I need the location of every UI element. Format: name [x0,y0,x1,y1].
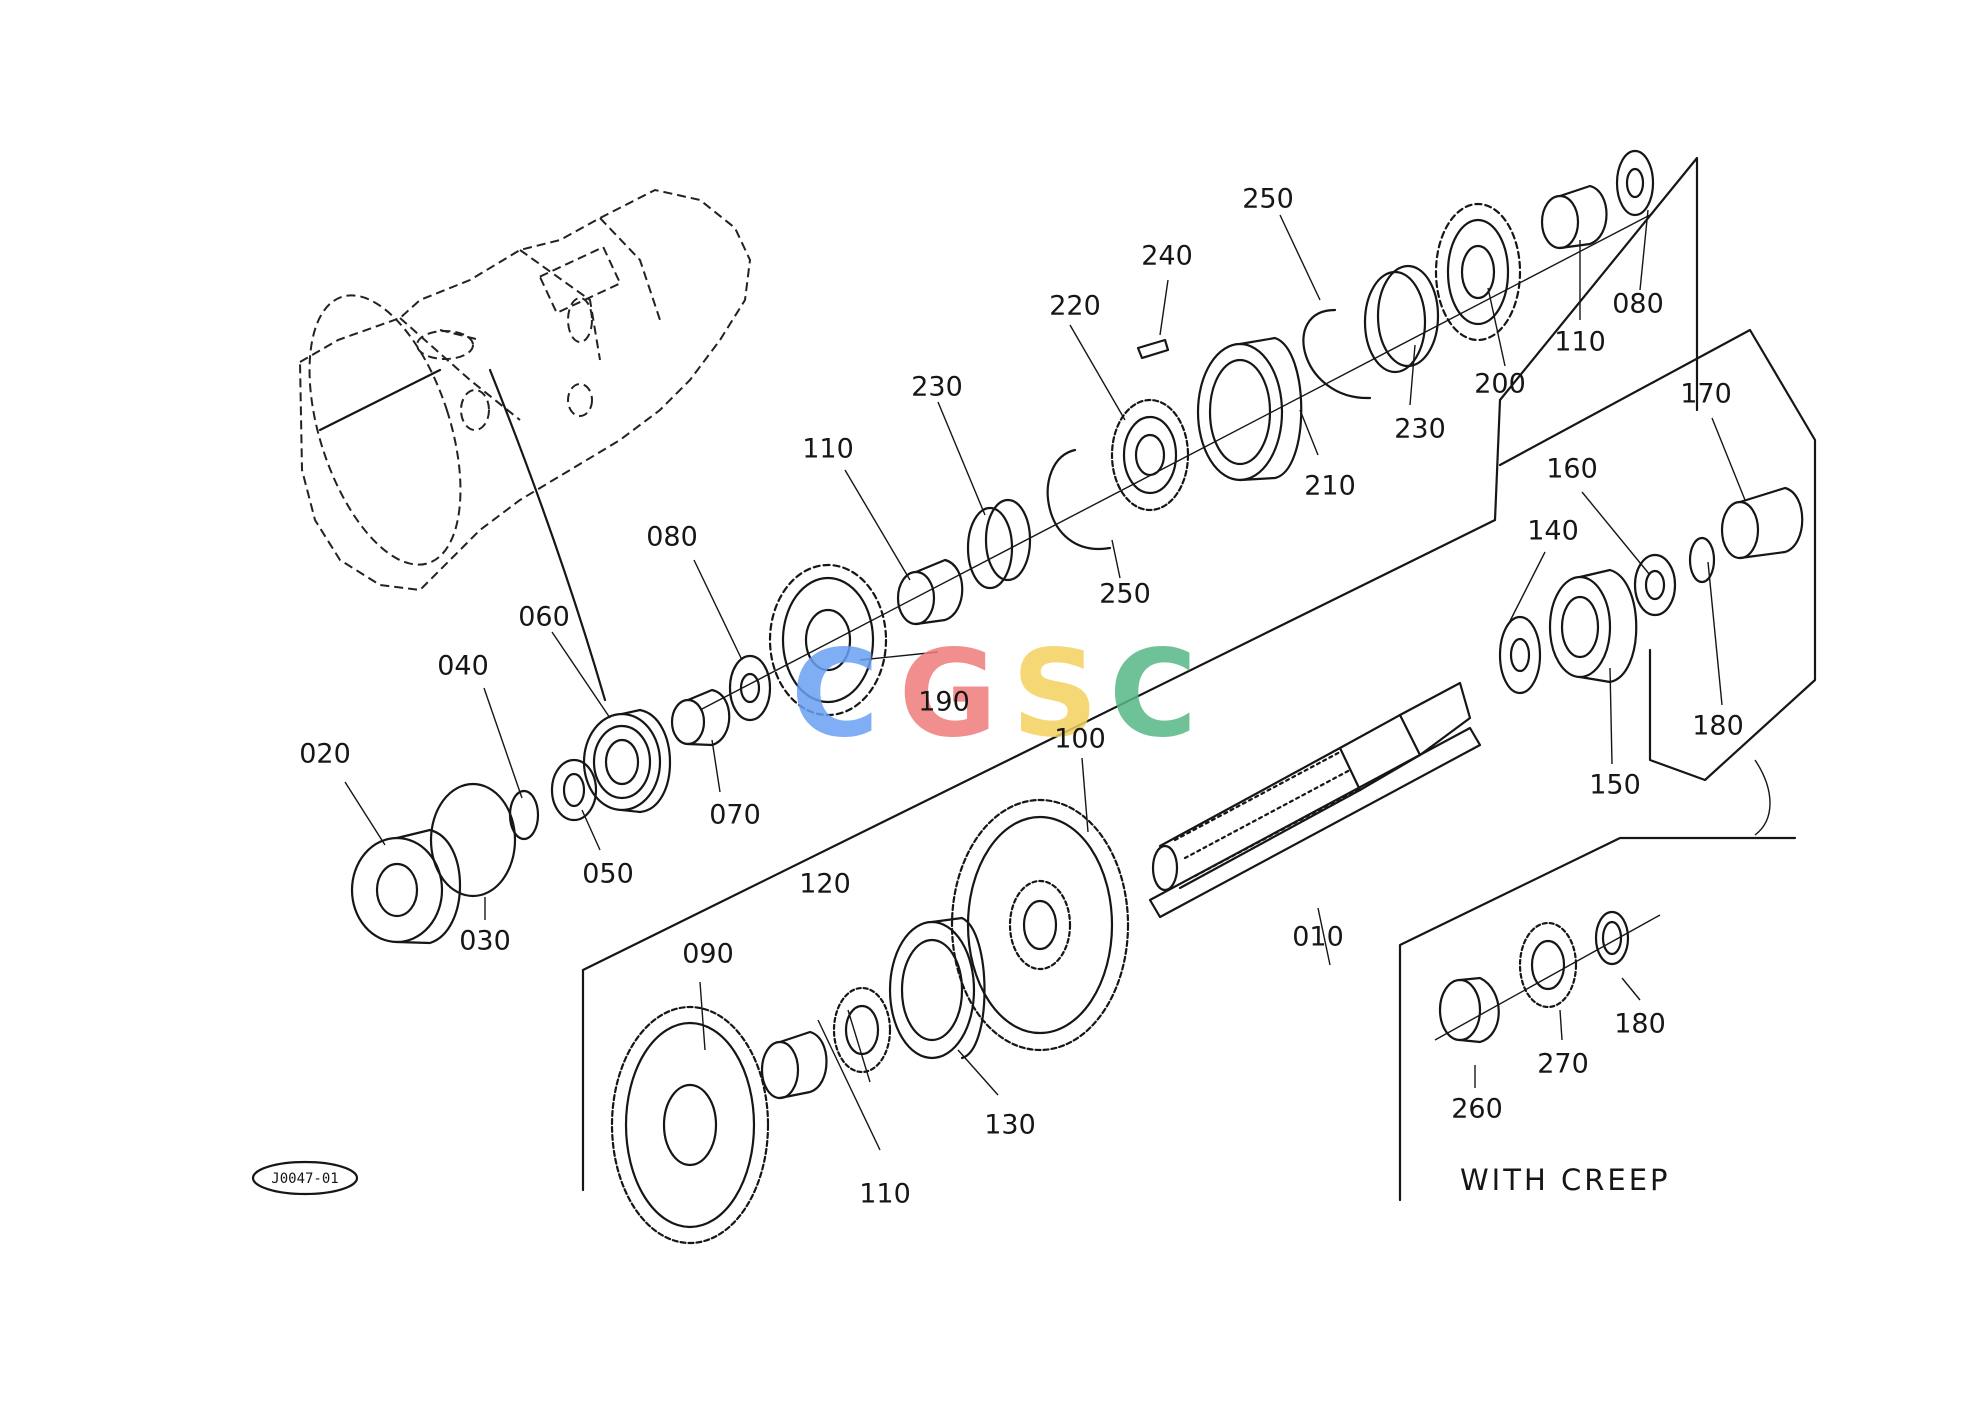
callout-140: 140 [1527,516,1579,547]
callout-270: 270 [1537,1049,1589,1080]
part-220-hub-gear [1110,398,1190,512]
callout-100: 100 [1054,724,1106,755]
part-230-ring-a [966,498,1032,590]
part-230-ring-b [1363,264,1440,374]
callout-110-c: 110 [859,1179,911,1210]
part-050-washer [550,758,598,822]
callout-050: 050 [582,859,634,890]
part-070-collar [670,688,731,747]
callout-180-a: 180 [1692,711,1744,742]
part-110-needle-bearing-c [760,1030,828,1100]
callout-010: 010 [1292,922,1344,953]
part-110-needle-bearing-b [1540,184,1608,250]
watermark-letter-g: G [899,626,998,765]
part-110-needle-bearing-a [896,558,964,626]
part-010-main-shaft [1148,681,1482,919]
callout-labels: 010 020 030 040 050 060 070 080 080 090 … [299,184,1744,1210]
part-250-circlip-b [1302,308,1372,400]
callout-080-b: 080 [1612,289,1664,320]
callout-240: 240 [1141,241,1193,272]
callout-230-a: 230 [911,372,963,403]
watermark-letter-c1: C [791,626,879,765]
part-090-gear [610,1005,770,1245]
part-060-bearing [582,708,672,814]
callout-030: 030 [459,926,511,957]
callout-230-b: 230 [1394,414,1446,445]
part-020-cover [350,828,462,945]
part-180-snap-ring-b [1594,910,1630,966]
callout-180-b: 180 [1614,1009,1666,1040]
part-040-snap-ring [508,789,540,841]
part-080-washer-a [728,654,772,722]
watermark-letter-s: S [1012,626,1098,765]
callout-160: 160 [1546,454,1598,485]
callout-150: 150 [1589,770,1641,801]
callout-200: 200 [1474,369,1526,400]
callout-070: 070 [709,800,761,831]
callout-250-b: 250 [1099,579,1151,610]
part-180-snap-ring-a [1688,536,1716,584]
callout-110-b: 110 [1554,327,1606,358]
part-250-circlip-a [1046,448,1112,551]
part-100-gear [950,798,1130,1052]
part-170-needle-bearing [1720,486,1804,560]
upper-shaft-assembly [350,149,1655,945]
watermark-letter-c2: C [1109,626,1197,765]
callout-260: 260 [1451,1094,1503,1125]
part-080-washer-b [1615,149,1655,217]
part-150-bearing [1548,568,1638,684]
callout-110-a: 110 [802,434,854,465]
part-200-gear [1434,202,1522,342]
part-260-collar [1438,976,1500,1044]
part-140-washer [1498,615,1542,695]
callout-090: 090 [682,939,734,970]
part-270-gear [1518,921,1578,1009]
part-160-washer [1633,553,1677,617]
part-030-o-ring [429,782,517,898]
callout-190: 190 [918,687,970,718]
drawing-code-badge: J0047-01 [251,1160,359,1196]
leader-lines [344,209,1746,1151]
callout-080-a: 080 [646,522,698,553]
callout-120: 120 [799,869,851,900]
part-120-gear [832,986,892,1074]
part-130-sleeve [888,916,986,1060]
callout-060: 060 [518,602,570,633]
drawing-code: J0047-01 [271,1171,338,1187]
part-190-gear [768,563,888,717]
with-creep-label: WITH CREEP [1460,1163,1671,1197]
group-boundaries [581,156,1817,1202]
callout-210: 210 [1304,471,1356,502]
part-240-key [1136,338,1170,360]
callout-130: 130 [984,1110,1036,1141]
callout-250-a: 250 [1242,184,1294,215]
callout-040: 040 [437,651,489,682]
callout-220: 220 [1049,291,1101,322]
callout-170: 170 [1680,379,1732,410]
transmission-case [298,188,752,702]
callout-020: 020 [299,739,351,770]
watermark-cgsc: C G S C [791,626,1197,765]
part-210-shift-sleeve [1196,336,1303,482]
